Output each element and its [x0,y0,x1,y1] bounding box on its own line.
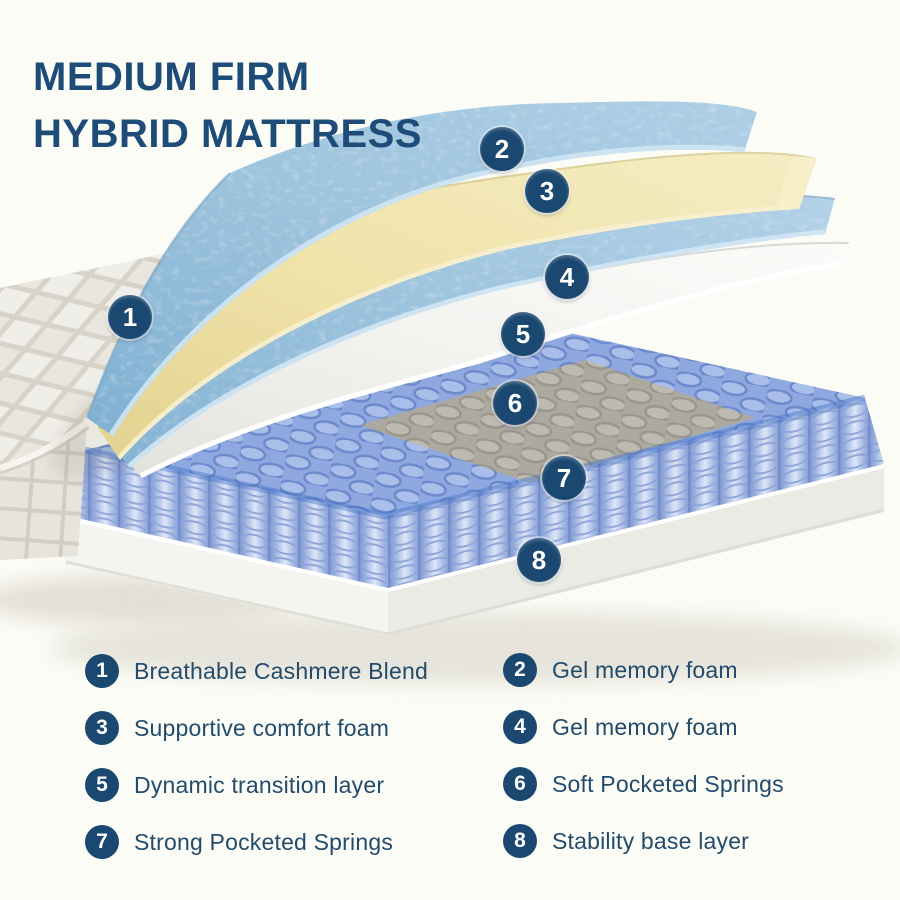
layer-badge-7: 7 [542,456,586,500]
layer-badge-1: 1 [108,295,152,339]
legend-column-left: 1 Breathable Cashmere Blend 3 Supportive… [85,654,428,882]
layer-badge-4-number: 4 [559,261,575,292]
layer-badge-2: 2 [480,127,524,171]
legend-item-4: 4 Gel memory foam [503,710,784,744]
title-line-1: MEDIUM FIRM [33,54,310,99]
page-title: MEDIUM FIRM HYBRID MATTRESS [33,49,422,163]
layer-badge-6: 6 [493,381,537,425]
legend-label-8: Stability base layer [552,827,750,854]
legend-item-7: 7 Strong Pocketed Springs [85,825,428,859]
legend-label-7: Strong Pocketed Springs [134,828,394,855]
legend-label-2: Gel memory foam [552,656,738,683]
layer-badge-5: 5 [501,312,545,356]
legend-item-2: 2 Gel memory foam [503,653,784,687]
legend-label-1: Breathable Cashmere Blend [134,657,428,684]
legend-badge-5: 5 [85,768,119,802]
legend-label-6: Soft Pocketed Springs [552,770,784,797]
pocketed-spring-unit [68,332,884,588]
legend-label-5: Dynamic transition layer [134,771,385,798]
legend-item-1: 1 Breathable Cashmere Blend [85,654,428,688]
layer-badge-1-number: 1 [122,301,138,332]
title-line-2: HYBRID MATTRESS [33,111,422,156]
legend-badge-7: 7 [85,825,119,859]
layer-badge-7-number: 7 [556,462,572,493]
legend-item-3: 3 Supportive comfort foam [85,711,428,745]
layer-badge-3: 3 [525,169,569,213]
legend-label-3: Supportive comfort foam [134,714,390,741]
stability-base-layer-8 [65,464,885,636]
legend-badge-8: 8 [503,824,537,858]
legend-badge-1: 1 [85,654,119,688]
legend-label-4: Gel memory foam [552,713,738,740]
legend-item-8: 8 Stability base layer [503,824,784,858]
legend-badge-2: 2 [503,653,537,687]
layer-badge-4: 4 [545,255,589,299]
legend-badge-4: 4 [503,710,537,744]
layer-badge-8: 8 [517,538,561,582]
layer-badge-8-number: 8 [531,544,547,575]
soft-pocketed-springs-zone [360,360,755,483]
layer-badge-2-number: 2 [494,133,510,164]
legend-item-5: 5 Dynamic transition layer [85,768,428,802]
layer-badge-3-number: 3 [539,175,555,206]
legend-badge-3: 3 [85,711,119,745]
layer-badge-6-number: 6 [507,387,523,418]
legend-badge-6: 6 [503,767,537,801]
legend-item-6: 6 Soft Pocketed Springs [503,767,784,801]
legend-column-right: 2 Gel memory foam 4 Gel memory foam 6 So… [503,653,784,881]
layer-badge-5-number: 5 [515,318,531,349]
